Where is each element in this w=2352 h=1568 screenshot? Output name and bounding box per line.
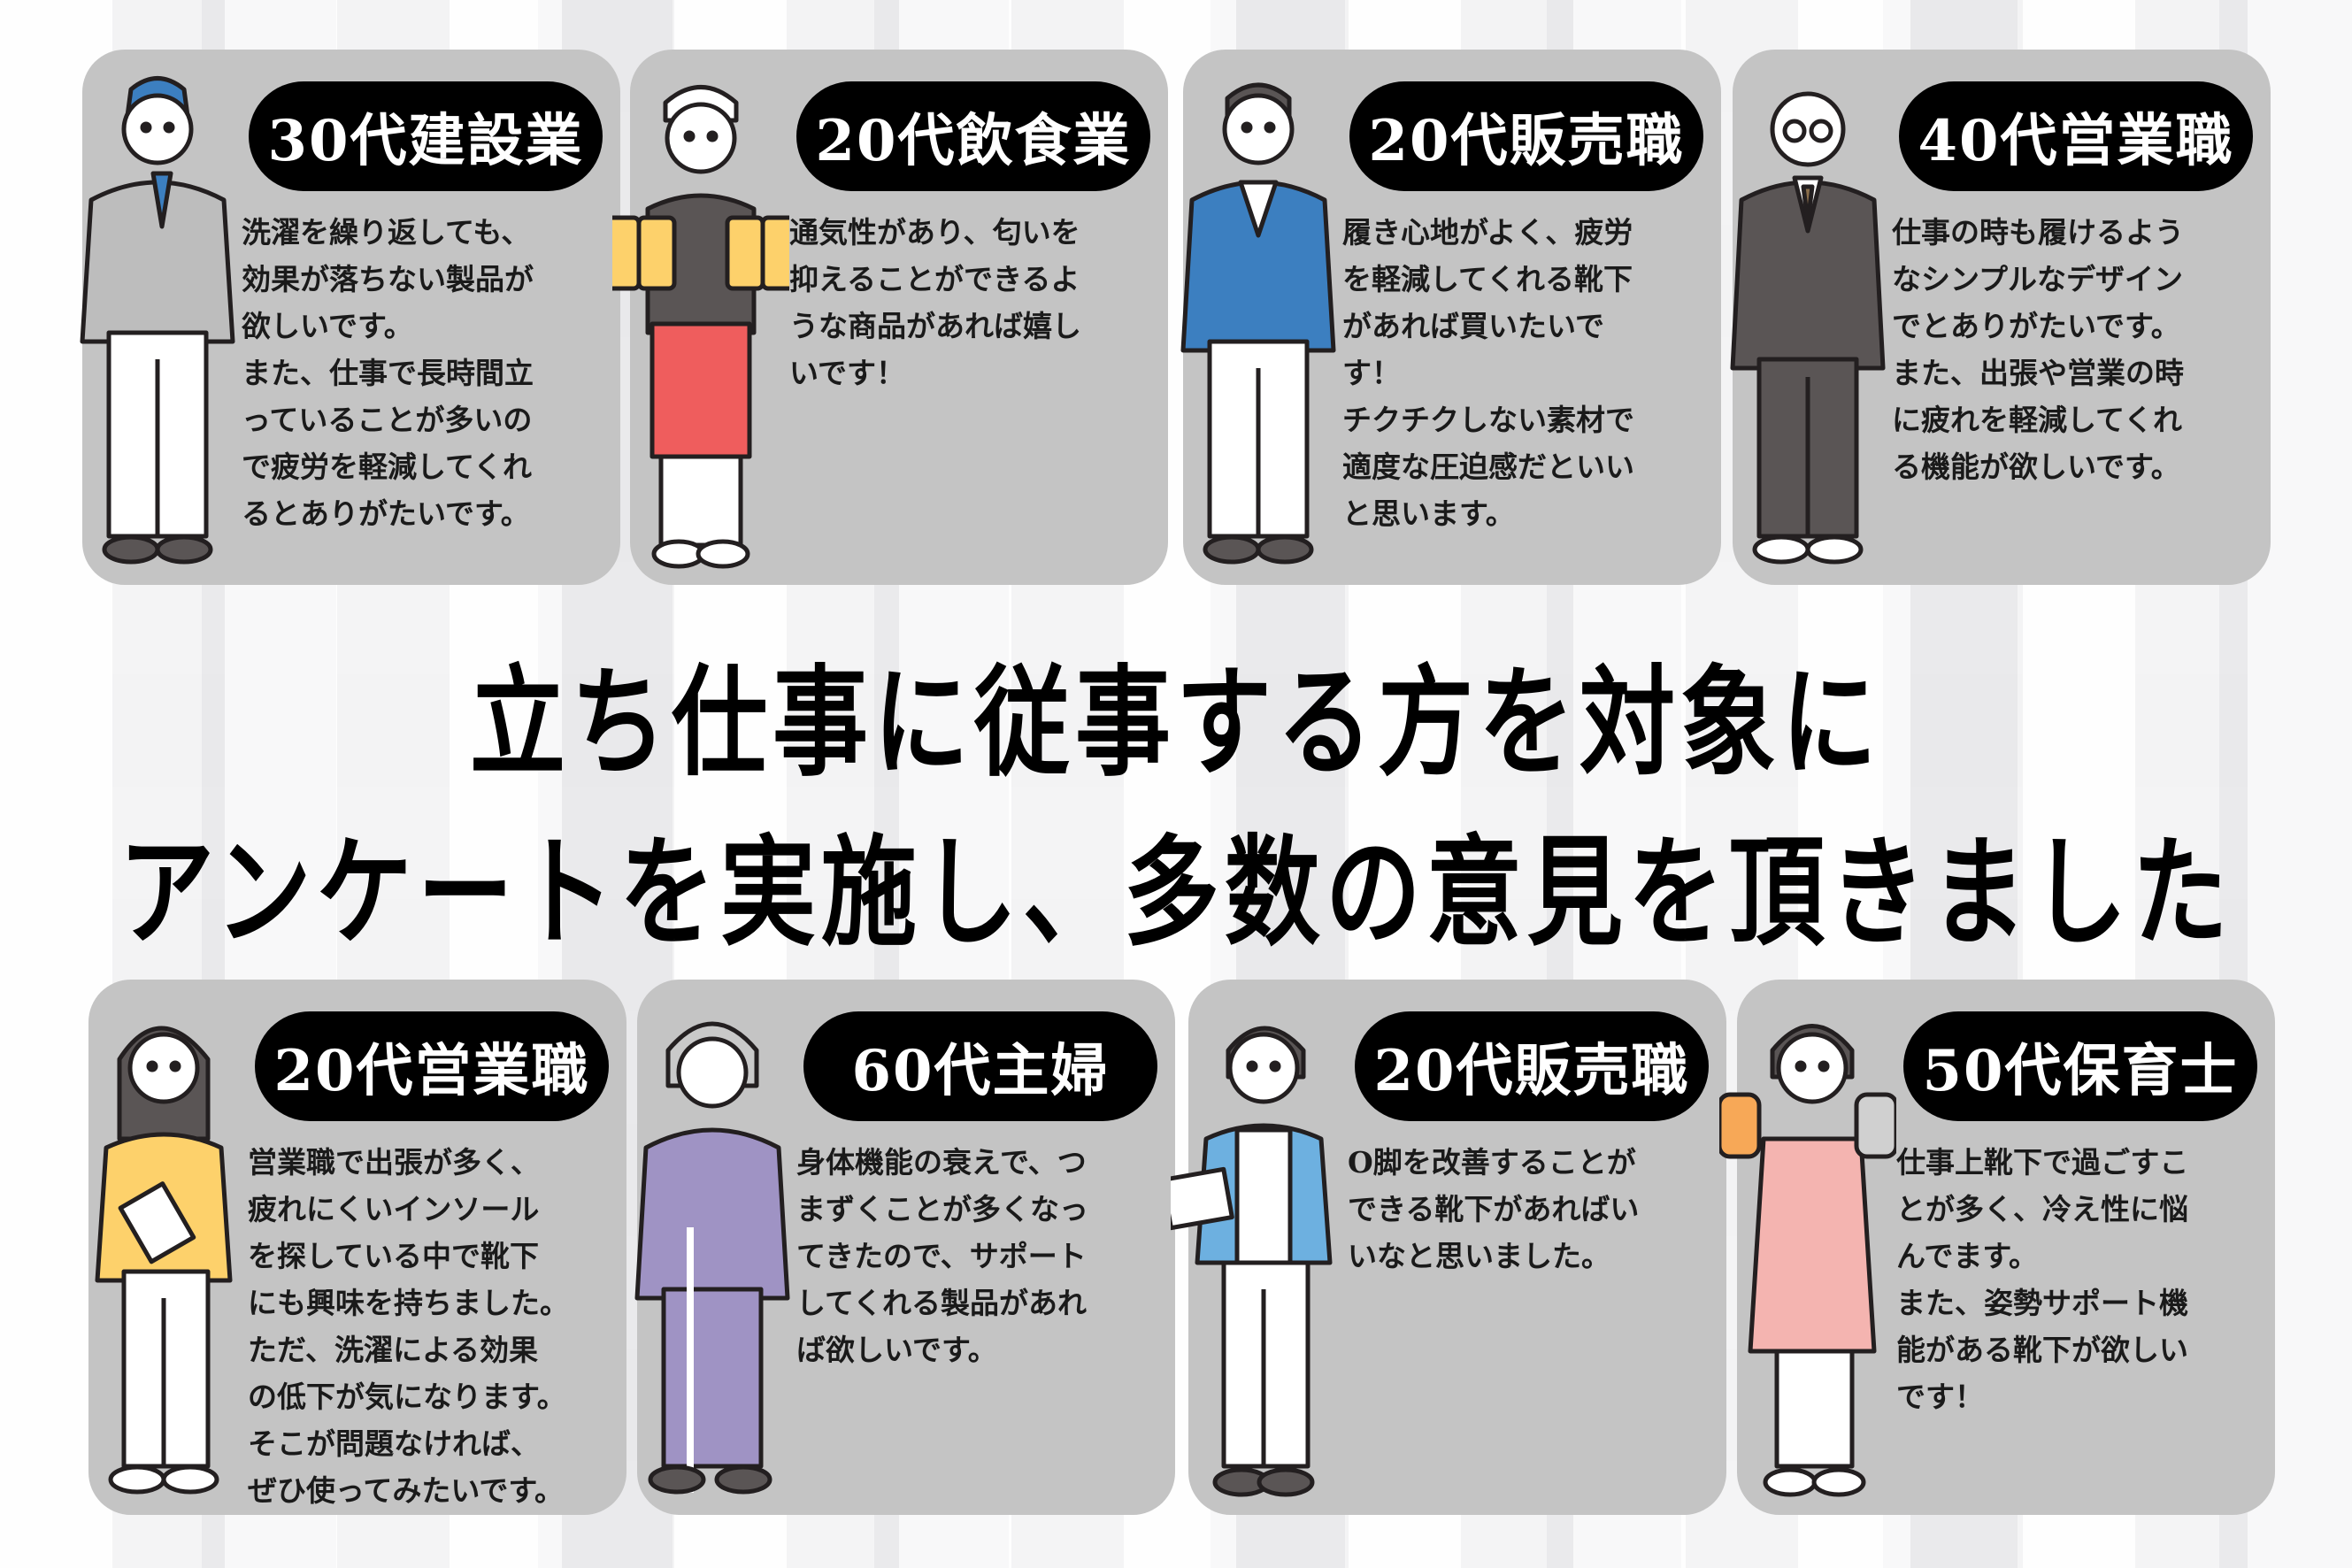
businessman-glasses-icon	[1730, 91, 1886, 565]
survey-card-4: 40代営業職 仕事の時も履けるよう なシンプルなデザイン でとありがたいです。 …	[1730, 50, 2271, 585]
survey-card-1: 30代建設業 洗濯を繰り返しても、 効果が落ちない製品が 欲しいです。 また、仕…	[80, 50, 620, 585]
respondent-badge: 60代主婦	[803, 1011, 1157, 1121]
respondent-quote: 仕事上靴下で過ごすこ とが多く、冷え性に悩 んでます。 また、姿勢サポート機 能…	[1896, 1145, 2189, 1414]
respondent-quote: 通気性があり、匂いを 抑えることができるよ うな商品があれば嬉し いです！	[789, 215, 1081, 390]
headline-line-1: 立ち仕事に従事する方を対象に	[469, 654, 1882, 793]
survey-card-2: 20代飲食業 通気性があり、匂いを 抑えることができるよ うな商品があれば嬉し …	[612, 50, 1168, 585]
respondent-badge: 40代営業職	[1899, 81, 2253, 191]
construction-worker-icon	[80, 76, 235, 565]
elderly-woman-cane-icon	[634, 1021, 790, 1495]
respondent-badge: 20代販売職	[1349, 81, 1703, 191]
survey-card-7: 20代販売職 O脚を改善することが できる靴下があればい いなと思いました。	[1171, 980, 1726, 1515]
respondent-badge: 20代営業職	[255, 1011, 609, 1121]
respondent-quote: 営業職で出張が多く、 疲れにくいインソール を探している中で靴下 にも興味を持ち…	[248, 1145, 569, 1508]
survey-card-3: 20代販売職 履き心地がよく、疲労 を軽減してくれる靴下 があれば買いたいで す…	[1180, 50, 1721, 585]
respondent-badge: 20代販売職	[1355, 1011, 1709, 1121]
respondent-badge: 50代保育士	[1903, 1011, 2257, 1121]
survey-card-8: 50代保育士 仕事上靴下で過ごすこ とが多く、冷え性に悩 んでます。 また、姿勢…	[1719, 980, 2275, 1515]
survey-card-5: 20代営業職 営業職で出張が多く、 疲れにくいインソール を探している中で靴下 …	[88, 980, 626, 1515]
salesman-blue-jacket-icon	[1180, 82, 1336, 565]
saleswoman-yellow-sweater-icon	[95, 1026, 233, 1495]
saleswoman-tablet-icon	[1171, 1026, 1333, 1497]
respondent-badge: 20代飲食業	[796, 81, 1150, 191]
respondent-quote: 仕事の時も履けるよう なシンプルなデザイン でとありがたいです。 また、出張や営…	[1892, 215, 2184, 484]
survey-card-6: 60代主婦 身体機能の衰えで、つ まずくことが多くなっ てきたので、サポート し…	[634, 980, 1175, 1515]
respondent-quote: 洗濯を繰り返しても、 効果が落ちない製品が 欲しいです。 また、仕事で長時間立 …	[242, 215, 534, 531]
respondent-quote: 履き心地がよく、疲労 を軽減してくれる靴下 があれば買いたいで す！ チクチクし…	[1342, 215, 1634, 531]
nursery-teacher-puppets-icon	[1719, 1024, 1896, 1497]
restaurant-server-icon	[612, 85, 789, 569]
respondent-badge: 30代建設業	[249, 81, 603, 191]
respondent-quote: 身体機能の衰えで、つ まずくことが多くなっ てきたので、サポート してくれる製品…	[796, 1145, 1088, 1367]
respondent-quote: O脚を改善することが できる靴下があればい いなと思いました。	[1348, 1145, 1640, 1273]
headline-line-2: アンケートを実施し、多数の意見を頂きました	[119, 824, 2233, 963]
